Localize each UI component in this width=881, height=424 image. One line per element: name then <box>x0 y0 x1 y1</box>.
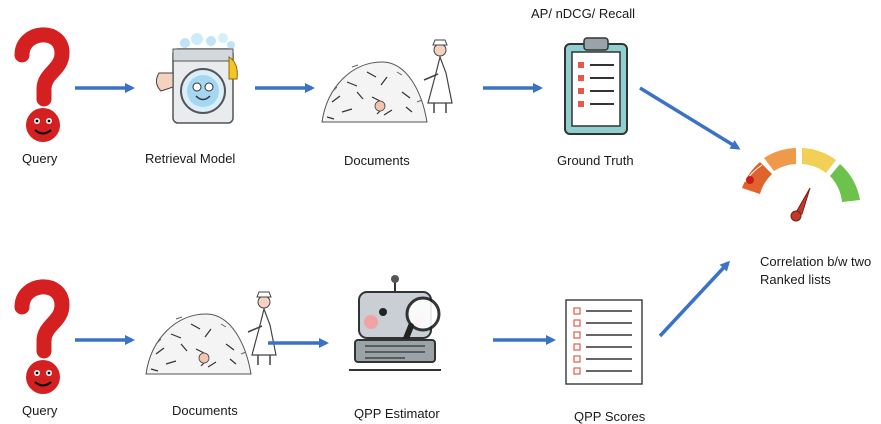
query-icon-bottom <box>22 287 62 394</box>
correlation-gauge-icon <box>742 148 860 222</box>
arrow-ground-truth-to-correlation <box>639 86 741 150</box>
flow-arrows <box>75 83 741 348</box>
documents-label-bottom: Documents <box>172 403 238 418</box>
documents-label-top: Documents <box>344 153 410 168</box>
correlation-label: Correlation b/w two Ranked lists <box>760 253 871 289</box>
arrow-scores-to-correlation <box>658 260 731 338</box>
qpp-estimator-label: QPP Estimator <box>354 406 440 421</box>
correlation-label-line1: Correlation b/w two <box>760 254 872 269</box>
retrieval-model-label: Retrieval Model <box>145 151 236 166</box>
query-label-bottom: Query <box>22 403 58 418</box>
ground-truth-clipboard-icon <box>564 37 628 135</box>
query-icon-top <box>22 35 62 142</box>
correlation-label-line2: Ranked lists <box>760 272 831 287</box>
qpp-scores-list-icon <box>565 299 643 385</box>
qpp-scores-label: QPP Scores <box>574 409 646 424</box>
retrieval-model-icon <box>155 33 238 124</box>
documents-icon-top <box>321 39 453 123</box>
qpp-estimator-robot-icon <box>349 275 441 371</box>
ground-truth-label: Ground Truth <box>557 153 634 168</box>
metrics-label: AP/ nDCG/ Recall <box>531 6 636 21</box>
query-label-top: Query <box>22 151 58 166</box>
documents-icon-bottom <box>145 291 277 375</box>
